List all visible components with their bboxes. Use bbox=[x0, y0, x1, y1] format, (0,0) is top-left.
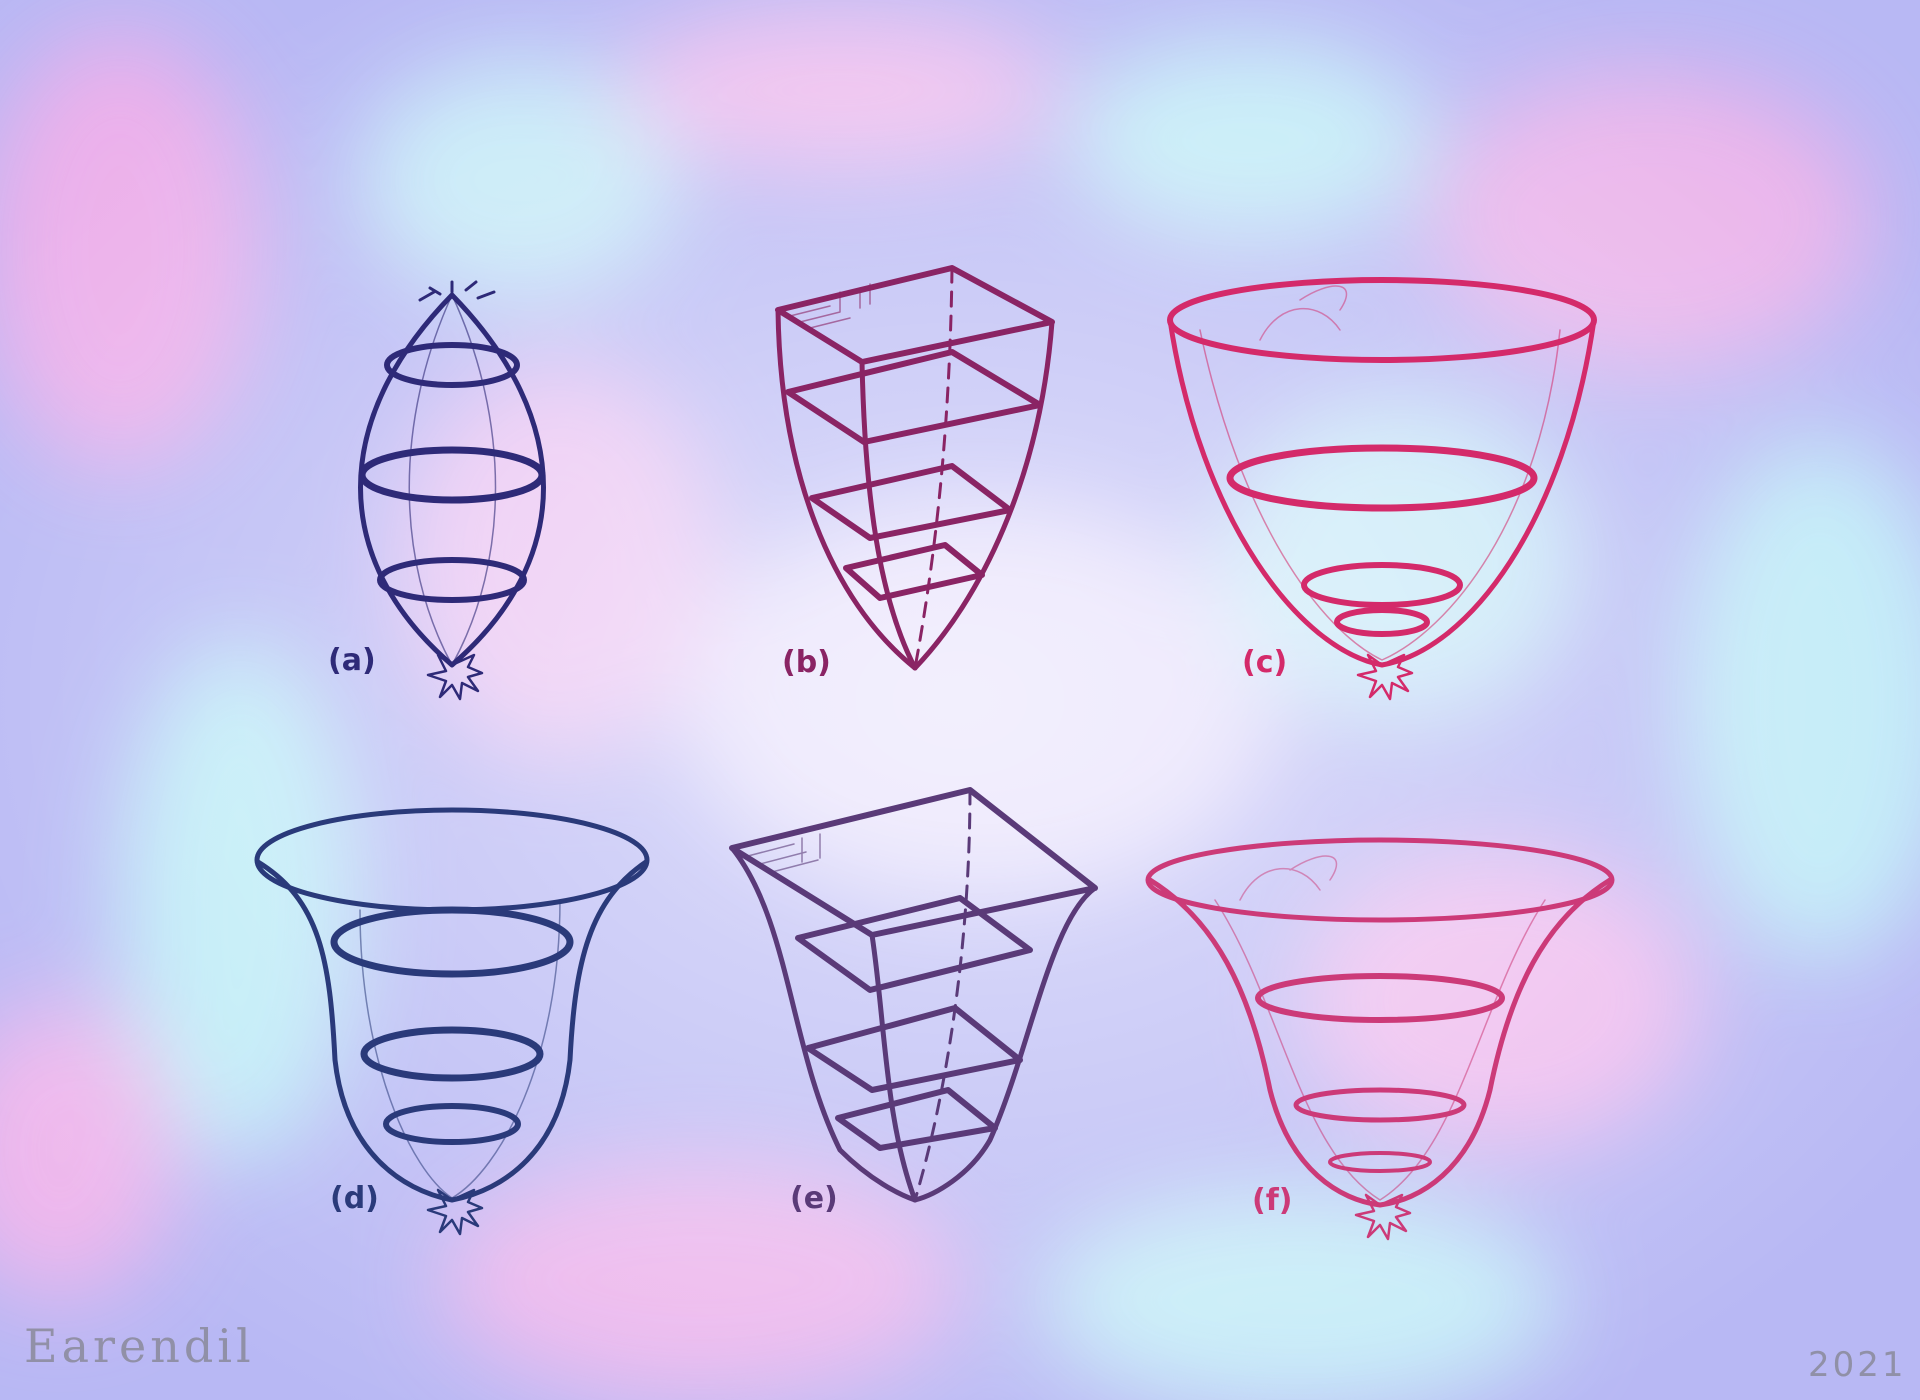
panel-d-slice bbox=[330, 906, 574, 978]
panel-c-slice bbox=[1226, 444, 1538, 512]
artist-signature: Earendil bbox=[24, 1319, 255, 1373]
panel-e-slice-2 bbox=[805, 1005, 1023, 1093]
panel-b-slice-3 bbox=[843, 542, 985, 601]
panel-label-b: (b) bbox=[782, 645, 831, 680]
panel-c-swirl bbox=[1259, 285, 1348, 341]
panel-label-e: (e) bbox=[790, 1181, 838, 1216]
panel-e-slice-3 bbox=[835, 1087, 998, 1151]
panel-b-edge-front bbox=[859, 359, 918, 671]
panel-f-slice bbox=[1328, 1151, 1432, 1173]
big-bang-star bbox=[1356, 653, 1414, 701]
big-crunch-marks bbox=[418, 280, 496, 302]
panel-b-slice-1 bbox=[785, 349, 1043, 445]
panel-b-top-hatch bbox=[789, 283, 871, 329]
panel-f-outline bbox=[1147, 877, 1613, 1208]
panel-f-open-flared-bowl bbox=[1145, 837, 1615, 1241]
panel-a-outline bbox=[358, 292, 546, 668]
panel-label-a: (a) bbox=[328, 643, 376, 678]
panel-d-slice bbox=[360, 1026, 544, 1082]
panel-b-edge-right bbox=[912, 319, 1055, 671]
panel-f-rim bbox=[1145, 837, 1615, 923]
panel-e-slice-1 bbox=[795, 895, 1033, 993]
panel-a-slice bbox=[377, 557, 527, 603]
panel-a-slice bbox=[384, 342, 520, 388]
panel-c-outline bbox=[1167, 317, 1597, 668]
panel-c-slice bbox=[1334, 607, 1430, 637]
panel-e-top-hatch bbox=[747, 833, 821, 873]
panel-c-open-bowl bbox=[1167, 277, 1597, 701]
panel-d-rim bbox=[254, 807, 650, 913]
panel-e-flared-box bbox=[729, 787, 1098, 1203]
panel-d-flared-funnel bbox=[254, 807, 650, 1236]
panel-a-slice bbox=[358, 446, 546, 504]
panel-e-edge-right bbox=[912, 885, 1098, 1203]
panel-b-edge-left bbox=[775, 307, 918, 671]
panel-a-closed-spindle bbox=[358, 280, 546, 701]
panel-f-slice bbox=[1293, 1087, 1467, 1123]
panel-label-d: (d) bbox=[330, 1181, 379, 1216]
panel-b-top-face bbox=[775, 265, 1055, 365]
panel-c-rim bbox=[1167, 277, 1597, 363]
panel-f-slice bbox=[1255, 973, 1505, 1023]
year-label: 2021 bbox=[1808, 1345, 1907, 1385]
big-bang-star bbox=[426, 653, 484, 701]
panel-f-inner-lines bbox=[1214, 899, 1546, 1201]
panel-f-swirl bbox=[1239, 855, 1338, 901]
big-bang-star bbox=[1354, 1193, 1412, 1241]
panel-b-slice-2 bbox=[809, 463, 1013, 541]
panel-c-inner-lines bbox=[1199, 329, 1561, 661]
panel-b-edge-back bbox=[913, 266, 954, 670]
panel-e-edge-left bbox=[729, 845, 918, 1203]
panel-e-top-face bbox=[729, 787, 1098, 938]
panel-label-c: (c) bbox=[1242, 645, 1287, 680]
panel-e-edge-front bbox=[869, 932, 918, 1203]
panel-label-f: (f) bbox=[1252, 1183, 1292, 1218]
panel-d-slice bbox=[383, 1103, 521, 1145]
panel-e-edge-back bbox=[913, 788, 972, 1202]
big-bang-star bbox=[426, 1188, 484, 1236]
panel-c-slice bbox=[1301, 562, 1463, 608]
panel-b-box-cone bbox=[775, 265, 1055, 671]
